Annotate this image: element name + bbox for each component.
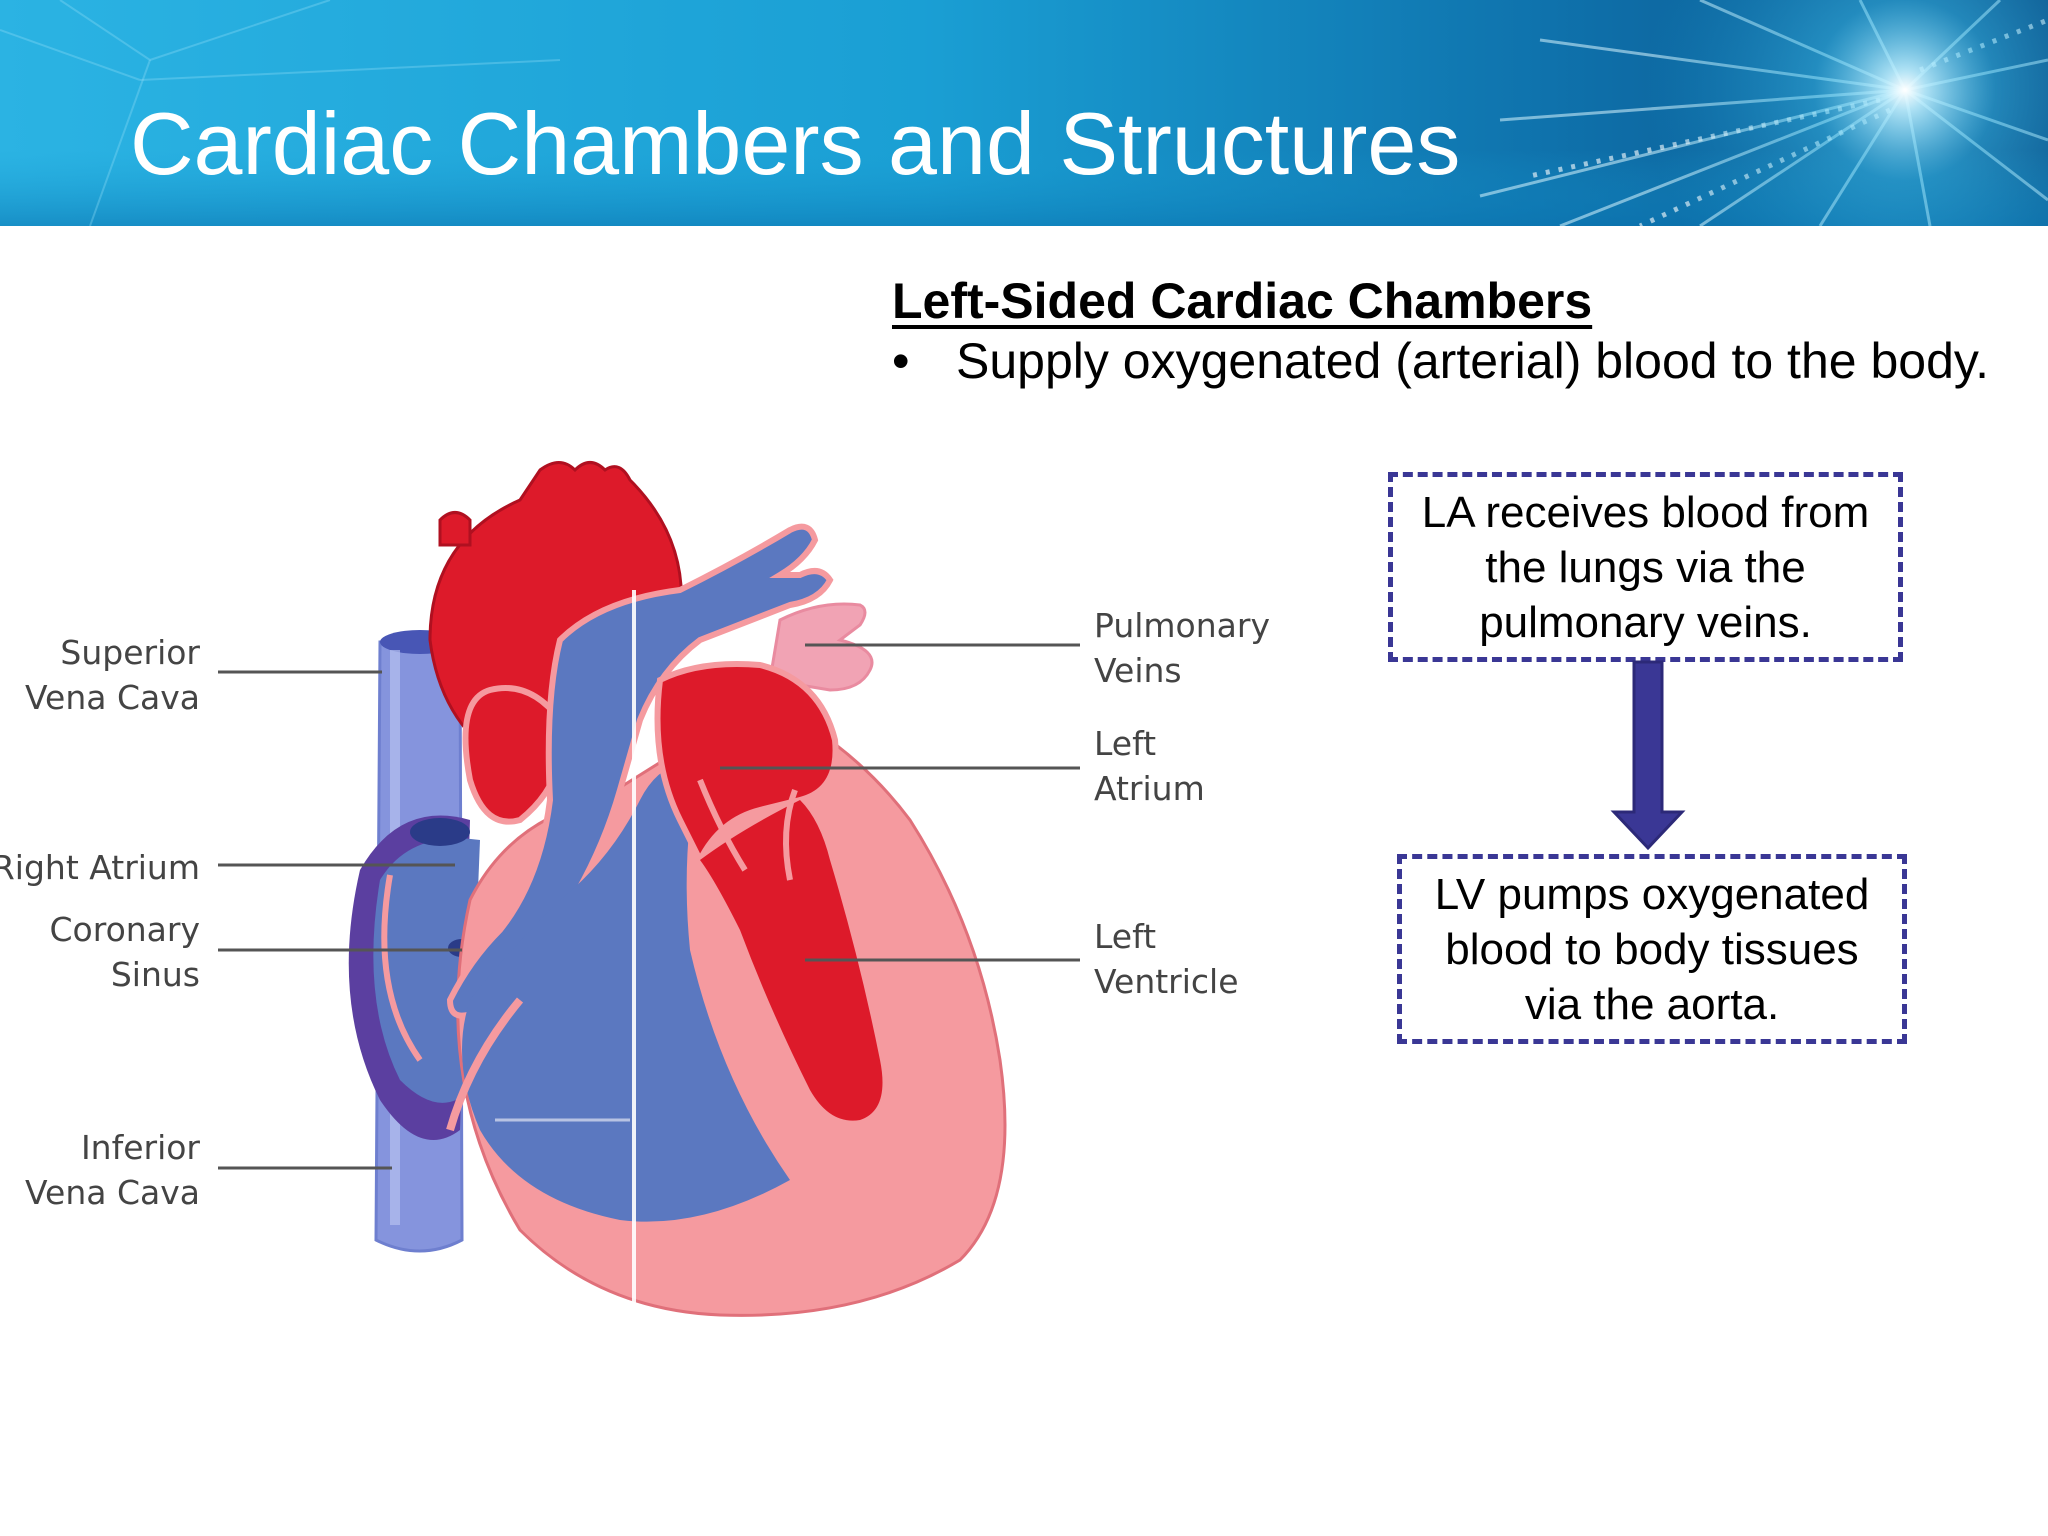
label-superior-vena-cava: Superior Vena Cava bbox=[25, 630, 200, 720]
label-line: Ventricle bbox=[1094, 962, 1239, 1001]
flow-text-line: blood to body tissues bbox=[1445, 924, 1859, 974]
pulmonary-artery-and-right-ventricle bbox=[446, 523, 834, 1222]
pulmonary-veins bbox=[768, 602, 874, 692]
bullet-item: • Supply oxygenated (arterial) blood to … bbox=[892, 332, 1989, 390]
label-line: Inferior bbox=[80, 1128, 200, 1167]
flow-text-line: via the aorta. bbox=[1524, 979, 1780, 1029]
label-line: Superior bbox=[60, 633, 200, 672]
flow-text-line: pulmonary veins. bbox=[1479, 597, 1812, 647]
left-atrium-and-ventricle bbox=[654, 661, 883, 1121]
heart-illustration bbox=[218, 461, 1080, 1320]
label-line: Vena Cava bbox=[25, 678, 200, 717]
bullet-list: • Supply oxygenated (arterial) blood to … bbox=[892, 332, 1989, 390]
label-left-ventricle: Left Ventricle bbox=[1094, 914, 1239, 1004]
label-left-atrium: Left Atrium bbox=[1094, 721, 1205, 811]
leader-lines bbox=[218, 643, 1080, 1170]
label-right-atrium: Right Atrium bbox=[0, 845, 200, 890]
header-background bbox=[0, 0, 2048, 226]
label-line: Veins bbox=[1094, 651, 1182, 690]
bullet-text: Supply oxygenated (arterial) blood to th… bbox=[956, 333, 1990, 389]
label-coronary-sinus: Coronary Sinus bbox=[50, 907, 201, 997]
header-banner: Cardiac Chambers and Structures bbox=[0, 0, 2048, 226]
label-pulmonary-veins: Pulmonary Veins bbox=[1094, 603, 1270, 693]
section-heading: Left-Sided Cardiac Chambers bbox=[892, 273, 1593, 329]
bullet-symbol: • bbox=[892, 333, 910, 389]
flow-box-left-ventricle: LV pumps oxygenated blood to body tissue… bbox=[1397, 854, 1907, 1044]
label-inferior-vena-cava: Inferior Vena Cava bbox=[25, 1125, 200, 1215]
flow-box-text: LV pumps oxygenated blood to body tissue… bbox=[1435, 867, 1870, 1032]
label-line: Atrium bbox=[1094, 769, 1205, 808]
flow-text-line: the lungs via the bbox=[1485, 542, 1806, 592]
slide-title: Cardiac Chambers and Structures bbox=[130, 94, 1461, 193]
flow-box-left-atrium: LA receives blood from the lungs via the… bbox=[1388, 472, 1903, 662]
label-line: Sinus bbox=[110, 955, 200, 994]
down-arrow-icon bbox=[1610, 660, 1686, 851]
flow-text-line: LA receives blood from bbox=[1421, 487, 1870, 537]
label-line: Left bbox=[1094, 917, 1157, 956]
flow-box-text: LA receives blood from the lungs via the… bbox=[1422, 485, 1870, 650]
label-line: Right Atrium bbox=[0, 848, 200, 887]
label-line: Pulmonary bbox=[1094, 606, 1270, 645]
label-line: Left bbox=[1094, 724, 1157, 763]
label-line: Vena Cava bbox=[25, 1173, 200, 1212]
flow-text-line: LV pumps oxygenated bbox=[1434, 869, 1870, 919]
label-line: Coronary bbox=[49, 910, 201, 949]
